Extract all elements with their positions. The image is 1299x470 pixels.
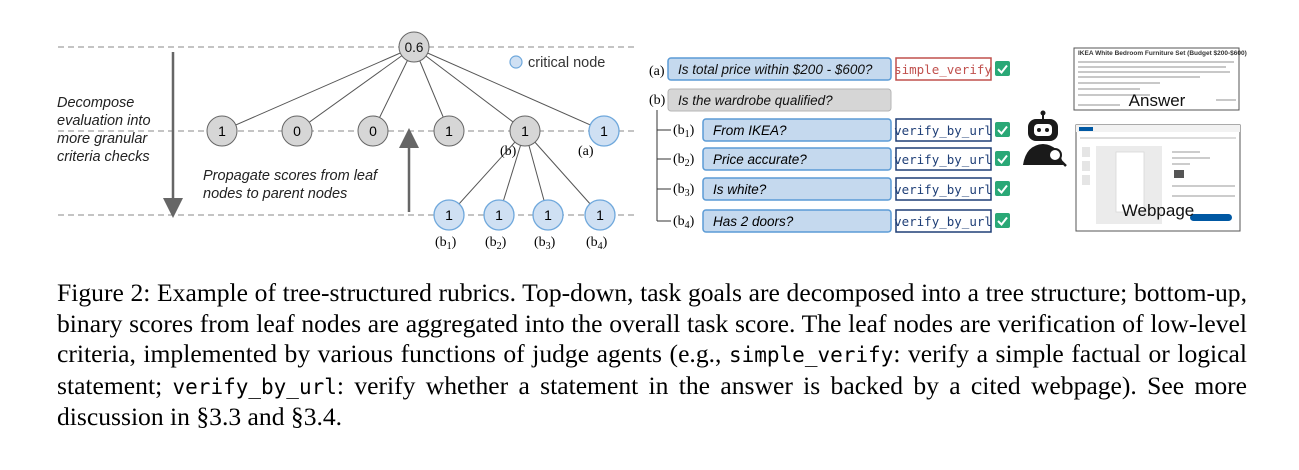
svg-text:simple_verify: simple_verify [894,62,992,77]
node-label-b: (b) [500,144,517,159]
svg-text:1: 1 [445,123,453,139]
svg-text:IKEA White Bedroom Furniture S: IKEA White Bedroom Furniture Set (Budget… [1078,50,1247,57]
svg-text:(b3): (b3) [673,182,695,199]
svg-text:(b2): (b2) [673,152,695,169]
verify-by-url-tag [895,209,992,233]
critical-node-swatch [509,55,523,69]
root-node: 0.6 [398,31,430,63]
critical-leaf-node: 1 [433,199,465,231]
critical-leaf-node: 1 [584,199,616,231]
svg-text:1: 1 [521,123,529,139]
rubric-row-b4: (b4) Has 2 doors? verify_by_url [673,209,1010,233]
svg-text:Is white?: Is white? [713,182,767,197]
level1-node-b: 1 [509,115,541,147]
level1-node: 0 [357,115,389,147]
rubric-row-b1: (b1) From IKEA? verify_by_url [673,118,1010,142]
verify-by-url-tag [895,177,992,201]
svg-text:(a): (a) [649,64,665,79]
judge-robot-icon [1023,110,1067,167]
svg-text:Has 2 doors?: Has 2 doors? [713,214,794,229]
leaf-label-b3: (b3) [534,235,556,252]
svg-text:0: 0 [293,123,301,139]
check-icon [995,122,1010,137]
rubric-row-b3: (b3) Is white? verify_by_url [673,177,1010,201]
webpage-label: Webpage [1122,201,1194,220]
rubric-bracket [656,110,671,222]
svg-text:0: 0 [369,123,377,139]
legend: critical node [509,55,605,71]
svg-text:Is total price within $200 - $: Is total price within $200 - $600? [678,62,873,77]
check-icon [995,151,1010,166]
verify-by-url-tag [895,147,992,171]
simple-verify-tag [895,57,992,81]
svg-text:criteria checks: criteria checks [57,149,150,165]
critical-leaf-node: 1 [483,199,515,231]
svg-text:Price accurate?: Price accurate? [713,152,807,167]
svg-text:From IKEA?: From IKEA? [713,123,787,138]
code-simple-verify: simple_verify [728,343,894,367]
level1-node: 0 [281,115,313,147]
figure-caption: Figure 2: Example of tree-structured rub… [57,278,1247,431]
svg-text:1: 1 [218,123,226,139]
critical-node-a: 1 [588,115,620,147]
rubric-row-a: (a) Is total price within $200 - $600? s… [649,57,1010,81]
answer-panel: IKEA White Bedroom Furniture Set (Budget… [1073,47,1247,111]
svg-text:(b1): (b1) [673,123,695,140]
svg-text:evaluation into: evaluation into [57,113,151,129]
decompose-note: Decompose evaluation into more granular … [57,95,151,165]
level1-node: 1 [433,115,465,147]
svg-text:1: 1 [544,207,552,223]
leaf-label-b4: (b4) [586,235,608,252]
check-icon [995,61,1010,76]
answer-label: Answer [1129,91,1186,110]
svg-text:verify_by_url: verify_by_url [894,123,992,138]
check-icon [995,213,1010,228]
propagate-note: Propagate scores from leaf nodes to pare… [203,168,379,202]
level1-node: 1 [206,115,238,147]
rubric-row-b2: (b2) Price accurate? verify_by_url [673,147,1010,171]
svg-text:1: 1 [495,207,503,223]
svg-text:verify_by_url: verify_by_url [894,214,992,229]
node-label-a: (a) [578,144,594,159]
figure-diagram: Decompose evaluation into more granular … [57,31,1247,252]
critical-leaf-node: 1 [532,199,564,231]
svg-text:nodes to parent nodes: nodes to parent nodes [203,186,347,202]
svg-text:Propagate scores from leaf: Propagate scores from leaf [203,168,379,184]
leaf-label-b1: (b1) [435,235,457,252]
svg-text:1: 1 [445,207,453,223]
svg-text:more granular: more granular [57,131,148,147]
webpage-panel: Webpage [1075,124,1241,232]
verify-by-url-tag [895,118,992,142]
leaf-label-b2: (b2) [485,235,507,252]
svg-text:Is the wardrobe qualified?: Is the wardrobe qualified? [678,93,833,108]
code-verify-by-url: verify_by_url [172,374,337,399]
svg-text:verify_by_url: verify_by_url [894,152,992,167]
svg-text:1: 1 [596,207,604,223]
svg-text:1: 1 [600,123,608,139]
svg-text:Decompose: Decompose [57,95,134,111]
svg-text:(b4): (b4) [673,214,695,231]
svg-text:(b): (b) [649,93,666,108]
svg-text:0.6: 0.6 [405,40,424,55]
svg-text:critical node: critical node [528,55,605,71]
check-icon [995,181,1010,196]
rubric-row-b: (b) Is the wardrobe qualified? [649,88,892,112]
svg-text:verify_by_url: verify_by_url [894,182,992,197]
